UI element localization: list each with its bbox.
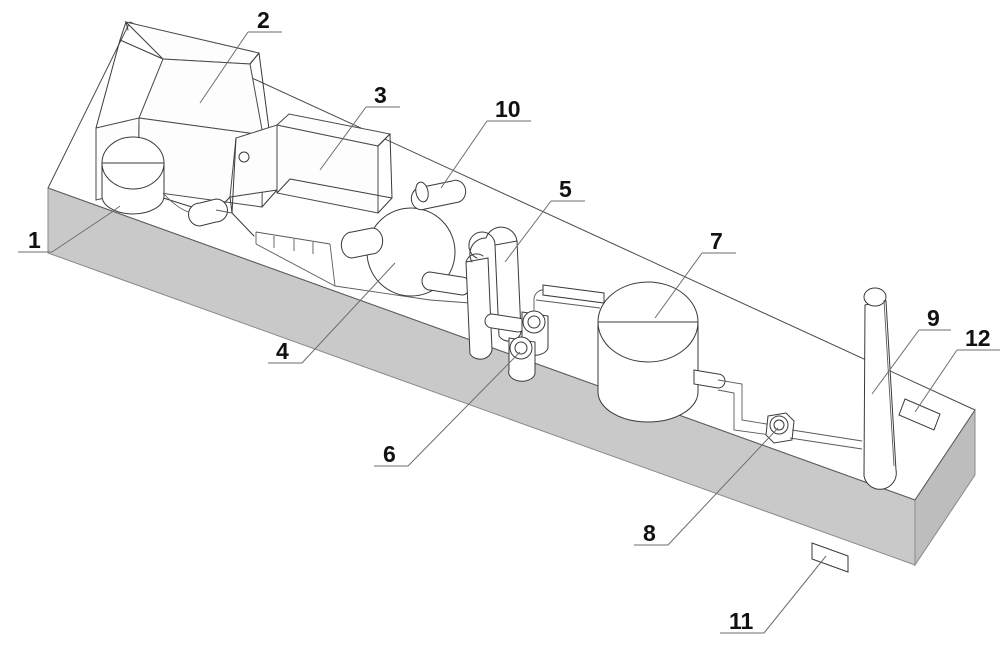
pipe-under-run xyxy=(334,285,431,301)
numeral-label-8: 8 xyxy=(643,520,656,546)
valve-handwheel-inner xyxy=(773,419,785,431)
exhaust-stack xyxy=(863,287,897,490)
leader-line-7 xyxy=(654,252,703,319)
utube-left-leg xyxy=(465,257,493,360)
valve-handwheel-outer xyxy=(769,415,789,435)
panel-plate-face xyxy=(898,398,941,431)
railing-bottom-rail xyxy=(255,243,336,287)
discharge-pipe-upper xyxy=(717,379,786,428)
numeral-label-4: 4 xyxy=(276,338,289,364)
reference-numeral-3: 3 xyxy=(319,82,400,171)
pump-a-flange xyxy=(522,310,546,334)
discharge-pipe-lower xyxy=(717,389,786,438)
leader-line-6 xyxy=(407,351,521,467)
pump-pair xyxy=(508,289,601,382)
reference-numeral-5: 5 xyxy=(504,176,585,263)
duct-port-icon xyxy=(238,151,250,163)
tank-outlet-nozzle xyxy=(693,369,726,389)
tank-top-seam xyxy=(597,321,699,363)
vertical-cylindrical-tank xyxy=(597,281,726,423)
low-level-pipe-run xyxy=(162,192,431,301)
numeral-label-11: 11 xyxy=(729,608,754,634)
numeral-label-2: 2 xyxy=(257,7,270,33)
pipe-valve-to-stack-bottom xyxy=(789,437,863,450)
foundation-top-right-edge xyxy=(914,409,976,501)
pipe-valve-to-stack-top xyxy=(791,429,863,442)
reference-numeral-2: 2 xyxy=(199,7,282,104)
left-drum-top-arc xyxy=(101,162,165,190)
block2-corner-chamfer xyxy=(261,189,278,208)
u-tube-heat-exchanger xyxy=(465,226,526,360)
pipe-fitting-link xyxy=(215,209,233,214)
leader-line-11 xyxy=(763,555,827,634)
reference-numeral-12: 12 xyxy=(914,325,1000,413)
stack-highlight-edge xyxy=(883,299,895,467)
left-drum-body xyxy=(101,162,165,215)
discharge-pipe-run xyxy=(717,379,863,450)
leader-line-4 xyxy=(301,262,396,364)
pump-b-hub xyxy=(514,341,528,355)
reference-numeral-8: 8 xyxy=(634,427,779,546)
numeral-label-7: 7 xyxy=(710,228,723,254)
block3-edge-a xyxy=(377,133,391,147)
numeral-label-10: 10 xyxy=(495,96,521,122)
reference-numeral-7: 7 xyxy=(654,228,736,319)
reference-numeral-9: 9 xyxy=(871,305,951,395)
tank-shell xyxy=(597,321,699,423)
sphere-left-nozzle xyxy=(340,227,384,259)
inline-fitting-1 xyxy=(188,198,228,227)
leader-line-9 xyxy=(871,329,920,395)
utube-top-bend-outer xyxy=(468,231,496,259)
numeral-label-5: 5 xyxy=(559,176,572,202)
numeral-label-1: 1 xyxy=(28,227,41,253)
railing-fin-row xyxy=(255,231,336,287)
reference-numeral-1: 1 xyxy=(18,205,121,253)
reference-numeral-10: 10 xyxy=(440,96,531,189)
drum10-left-cap xyxy=(415,181,429,203)
duct-foot xyxy=(231,212,255,237)
utube-bend-join xyxy=(465,253,484,263)
railing-top-rail xyxy=(255,231,331,245)
leader-line-12 xyxy=(914,349,958,413)
numeral-label-9: 9 xyxy=(927,305,940,331)
utube-top-bend-inner xyxy=(469,226,518,263)
numeral-label-6: 6 xyxy=(383,441,396,467)
feed-pipe-lower xyxy=(535,299,601,309)
block2-edge-a xyxy=(125,21,129,31)
pump-b-flange xyxy=(509,336,533,360)
reference-numeral-11: 11 xyxy=(720,555,827,634)
leader-line-3 xyxy=(319,106,367,171)
block2-edge-c xyxy=(249,52,260,65)
sphere-drain-pipe xyxy=(429,299,471,304)
leader-line-1 xyxy=(51,205,121,253)
reference-numeral-4: 4 xyxy=(268,262,396,364)
leader-line-10 xyxy=(440,120,488,189)
secondary-building-block xyxy=(229,113,393,237)
stack-top-rim xyxy=(863,287,887,307)
railing-end-drop xyxy=(329,243,336,287)
control-panel-plate xyxy=(898,398,941,431)
spherical-vessel xyxy=(340,207,471,304)
leader-line-8 xyxy=(667,427,779,546)
block2-edge-b xyxy=(95,39,121,129)
horizontal-drum xyxy=(410,179,467,211)
numeral-label-3: 3 xyxy=(374,82,387,108)
foundation-side-opening xyxy=(811,542,849,573)
pump-a-hub xyxy=(527,315,541,329)
reference-numeral-6: 6 xyxy=(374,351,521,467)
numeral-label-12: 12 xyxy=(965,325,991,351)
leader-line-5 xyxy=(504,200,552,263)
stack-shell xyxy=(863,300,897,490)
interconnect-duct xyxy=(229,124,278,198)
left-vertical-drum xyxy=(101,136,165,215)
leader-line-2 xyxy=(199,31,249,104)
block3-base-edge xyxy=(276,178,393,199)
